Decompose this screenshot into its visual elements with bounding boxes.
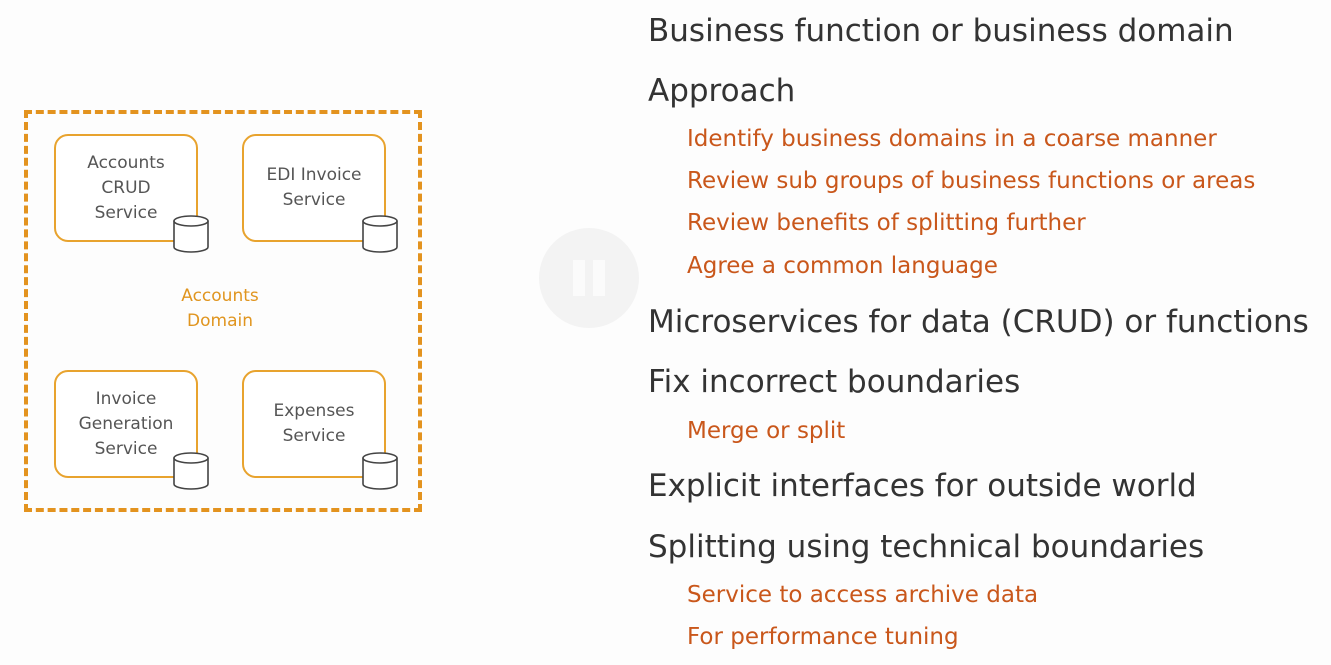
pause-icon[interactable]: [539, 228, 639, 328]
bullet-heading: Business function or business domain: [648, 13, 1234, 49]
bullet-subitem: Service to access archive data: [687, 582, 1039, 608]
service-label: Expenses Service: [273, 401, 355, 446]
bullet-subitem: Review benefits of splitting further: [687, 210, 1086, 236]
database-icon: [173, 452, 209, 490]
bullet-heading: Fix incorrect boundaries: [648, 364, 1021, 400]
bullet-subitem: Merge or split: [687, 418, 846, 444]
database-icon: [362, 452, 398, 490]
bullet-subitem: Agree a common language: [687, 253, 998, 279]
bullet-subitem: Identify business domains in a coarse ma…: [687, 126, 1217, 152]
edi-invoice-service: EDI Invoice Service: [242, 134, 386, 242]
bullet-subitem: For performance tuning: [687, 624, 959, 650]
expenses-service: Expenses Service: [242, 370, 386, 478]
domain-label: Accounts Domain: [181, 286, 259, 331]
service-label: Accounts CRUD Service: [87, 152, 165, 223]
database-icon: [173, 215, 209, 253]
bullet-heading: Microservices for data (CRUD) or functio…: [648, 304, 1309, 340]
bullet-subitem: Review sub groups of business functions …: [687, 168, 1256, 194]
service-label: EDI Invoice Service: [266, 165, 362, 210]
bullet-heading: Explicit interfaces for outside world: [648, 468, 1197, 504]
database-icon: [362, 215, 398, 253]
bullet-heading: Approach: [648, 73, 796, 109]
pause-bar: [573, 260, 585, 296]
bullet-heading: Splitting using technical boundaries: [648, 529, 1205, 565]
service-label: Invoice Generation Service: [78, 388, 174, 459]
pause-bar: [593, 260, 605, 296]
accounts-domain-boundary: [24, 110, 422, 512]
